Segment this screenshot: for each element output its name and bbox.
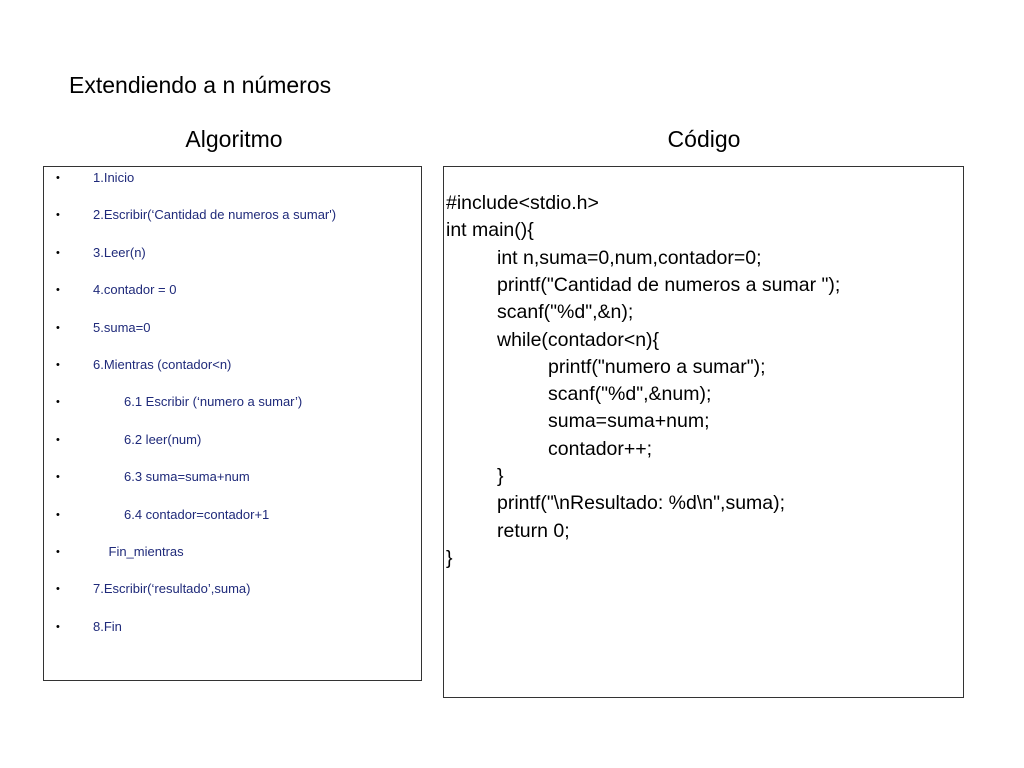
code-line: #include<stdio.h> bbox=[446, 192, 599, 214]
algorithm-step-text: 6.Mientras (contador<n) bbox=[93, 357, 232, 372]
algorithm-step-text: 6.3 suma=suma+num bbox=[124, 469, 250, 485]
bullet-icon: • bbox=[56, 209, 60, 222]
algorithm-step: • 6.Mientras (contador<n) bbox=[44, 355, 421, 375]
algorithm-step-text: Fin_mientras bbox=[108, 544, 184, 559]
code-line: return 0; bbox=[497, 519, 570, 542]
bullet-icon: • bbox=[56, 433, 60, 446]
code-line: scanf("%d",&n); bbox=[497, 301, 634, 324]
code-line: } bbox=[497, 465, 504, 487]
algorithm-step-text: 6.2 leer(num) bbox=[124, 431, 202, 447]
algorithm-step-text: 3.Leer(n) bbox=[93, 244, 146, 260]
algorithm-step: • 6.4 contador=contador+1 bbox=[44, 505, 421, 525]
code-line: int main(){ bbox=[446, 219, 534, 242]
algorithm-box: • 1.Inicio • 2.Escribir(‘Cantidad de numero… bbox=[43, 166, 422, 681]
code-line: suma=suma+num; bbox=[548, 410, 710, 433]
algorithm-step: • Fin_mientras bbox=[44, 542, 421, 562]
algorithm-step: • 6.1 Escribir (‘numero a sumar’) bbox=[44, 392, 421, 412]
algorithm-step-text: 5.suma=0 bbox=[93, 319, 151, 335]
bullet-icon: • bbox=[56, 284, 60, 297]
slide-title: Extendiendo a n números bbox=[69, 72, 332, 98]
algorithm-step: • 4.contador = 0 bbox=[44, 280, 421, 300]
code-line: while(contador<n){ bbox=[497, 328, 660, 351]
bullet-icon: • bbox=[56, 508, 60, 521]
bullet-icon: • bbox=[56, 620, 60, 633]
algorithm-step-text: 7.Escribir(‘resultado’,suma) bbox=[93, 581, 251, 597]
code-heading: Código bbox=[667, 126, 741, 152]
algorithm-step-text: 8.Fin bbox=[93, 618, 122, 634]
algorithm-heading: Algoritmo bbox=[185, 126, 283, 152]
algorithm-step-text: 4.contador = 0 bbox=[93, 282, 177, 298]
bullet-icon: • bbox=[56, 546, 60, 558]
code-line: printf("numero a sumar"); bbox=[548, 355, 766, 378]
algorithm-step-text: 2.Escribir(‘Cantidad de numeros a sumar'… bbox=[93, 207, 337, 223]
algorithm-step: • 7.Escribir(‘resultado’,suma) bbox=[44, 579, 421, 599]
bullet-icon: • bbox=[56, 583, 60, 596]
algorithm-step: • 5.suma=0 bbox=[44, 318, 421, 338]
algorithm-step: • 6.3 suma=suma+num bbox=[44, 467, 421, 487]
bullet-icon: • bbox=[56, 246, 60, 259]
bullet-icon: • bbox=[56, 471, 60, 484]
code-line: scanf("%d",&num); bbox=[548, 383, 712, 406]
algorithm-step: • 3.Leer(n) bbox=[44, 243, 421, 263]
code-line: printf("Cantidad de numeros a sumar "); bbox=[497, 273, 841, 296]
code-box: #include<stdio.h> int main(){ int n,suma=0… bbox=[443, 166, 964, 698]
algorithm-step-text: 1.Inicio bbox=[93, 170, 135, 185]
code-line: contador++; bbox=[548, 437, 653, 460]
bullet-icon: • bbox=[56, 396, 60, 409]
algorithm-step: • 2.Escribir(‘Cantidad de numeros a sumar… bbox=[44, 205, 421, 225]
code-line: printf("\nResultado: %d\n",suma); bbox=[497, 492, 786, 515]
algorithm-step-text: 6.1 Escribir (‘numero a sumar’) bbox=[124, 394, 303, 410]
code-line: int n,suma=0,num,contador=0; bbox=[497, 246, 762, 269]
code-line: } bbox=[446, 546, 453, 569]
bullet-icon: • bbox=[56, 321, 60, 334]
algorithm-step: • 8.Fin bbox=[44, 617, 421, 637]
algorithm-step: • 6.2 leer(num) bbox=[44, 430, 421, 450]
bullet-icon: • bbox=[56, 359, 60, 371]
algorithm-step: • 1.Inicio bbox=[44, 168, 421, 188]
algorithm-step-text: 6.4 contador=contador+1 bbox=[124, 506, 270, 522]
bullet-icon: • bbox=[56, 172, 60, 184]
